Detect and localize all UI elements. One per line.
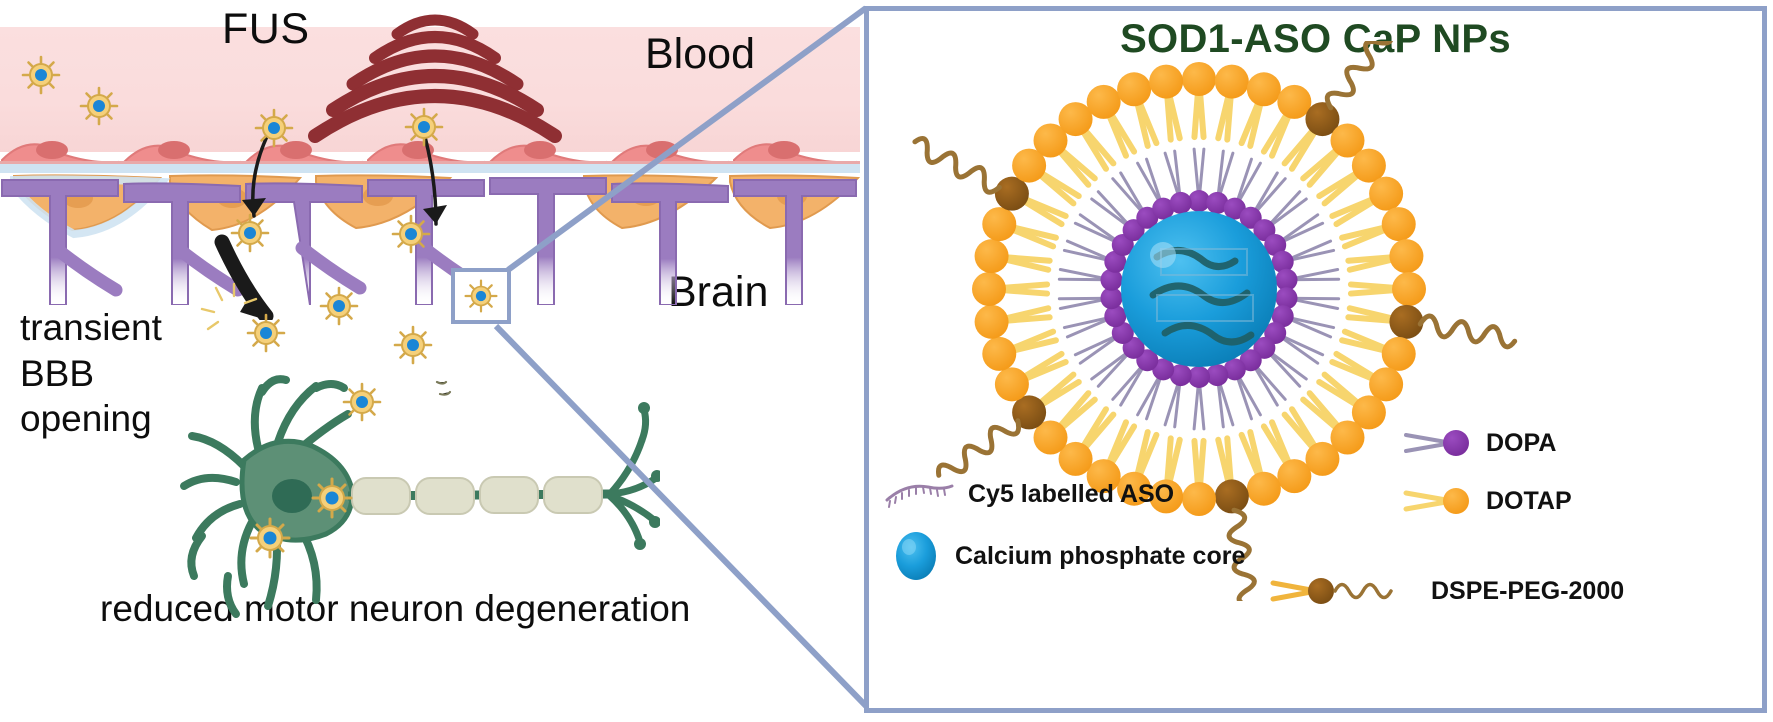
dotap-lipid-icon	[1403, 488, 1469, 514]
np-title: SOD1-ASO CaP NPs	[1120, 17, 1511, 61]
dspe-peg-lipid-icon	[1270, 578, 1393, 604]
label-brain: Brain	[668, 268, 769, 316]
nanoparticle-schematic	[912, 41, 1518, 601]
legend-label-cap: Calcium phosphate core	[955, 541, 1246, 570]
legend-item-aso: Cy5 labelled ASO	[884, 479, 1174, 509]
legend-label-dspe: DSPE-PEG-2000	[1431, 576, 1625, 605]
legend-item-dotap: DOTAP	[1402, 481, 1572, 521]
label-transient-bbb-opening: transient BBB opening	[20, 307, 162, 439]
left-panel-bbb-diagram: FUS Blood Brain transient BBB opening re…	[0, 0, 860, 722]
legend-item-cap: Calcium phosphate core	[889, 526, 1245, 586]
right-panel-nanoparticle: SOD1-ASO CaP NPs	[864, 6, 1767, 713]
legend-label-dopa: DOPA	[1486, 428, 1557, 457]
legend-label-dotap: DOTAP	[1486, 486, 1572, 515]
dopa-lipid-icon	[1404, 430, 1469, 456]
label-fus: FUS	[222, 5, 310, 53]
dspe-peg-2000-chains	[912, 41, 1518, 601]
aso-strand-icon	[885, 484, 954, 508]
legend-label-aso: Cy5 labelled ASO	[968, 479, 1175, 508]
debris-icon	[435, 380, 452, 396]
cap-core-icon	[896, 532, 936, 580]
sparkle-icon	[200, 282, 258, 331]
downward-arrow-icon	[214, 234, 274, 320]
legend-item-dopa: DOPA	[1402, 423, 1556, 463]
dopa-monolayer	[1057, 147, 1341, 431]
neuron-nucleus	[272, 479, 312, 513]
dotap-bilayer	[972, 62, 1426, 516]
legend-item-dspe: DSPE-PEG-2000	[1269, 569, 1624, 613]
free-nanoparticles	[21, 55, 501, 422]
bound-nanoparticle	[249, 477, 353, 559]
magnification-callout-box[interactable]	[451, 268, 511, 324]
